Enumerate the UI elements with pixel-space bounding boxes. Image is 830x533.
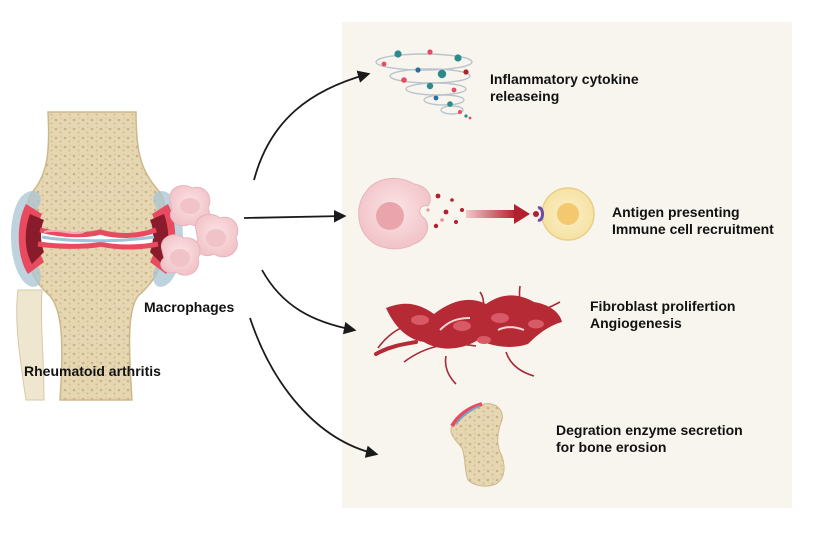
cytokine-release-illustration xyxy=(375,49,473,120)
outcomes-panel xyxy=(342,22,792,508)
arrow-to-antigen xyxy=(243,209,347,223)
macrophages-label: Macrophages xyxy=(144,299,234,315)
antigen-presenting-illustration xyxy=(358,177,595,250)
knee-joint-illustration xyxy=(11,111,183,401)
fibroblast-proliferation-illustration xyxy=(374,285,562,385)
arrow-to-cytokine xyxy=(253,70,371,181)
macrophage-cluster xyxy=(160,185,239,276)
outcome-label-fibroblast: Fibroblast prolifertion Angiogenesis xyxy=(590,298,736,331)
outcome-label-antigen: Antigen presenting Immune cell recruitme… xyxy=(612,204,774,237)
arrow-to-bone-erosion xyxy=(249,317,379,458)
bone-erosion-illustration xyxy=(450,402,505,487)
outcome-label-cytokine: Inflammatory cytokine releaseing xyxy=(490,71,639,104)
arrow-to-fibroblast xyxy=(261,269,357,335)
pathway-arrows xyxy=(243,70,379,458)
outcome-label-bone-erosion: Degration enzyme secretion for bone eros… xyxy=(556,422,743,455)
macrophage-nucleus xyxy=(376,202,404,230)
rheumatoid-arthritis-label: Rheumatoid arthritis xyxy=(24,363,161,379)
